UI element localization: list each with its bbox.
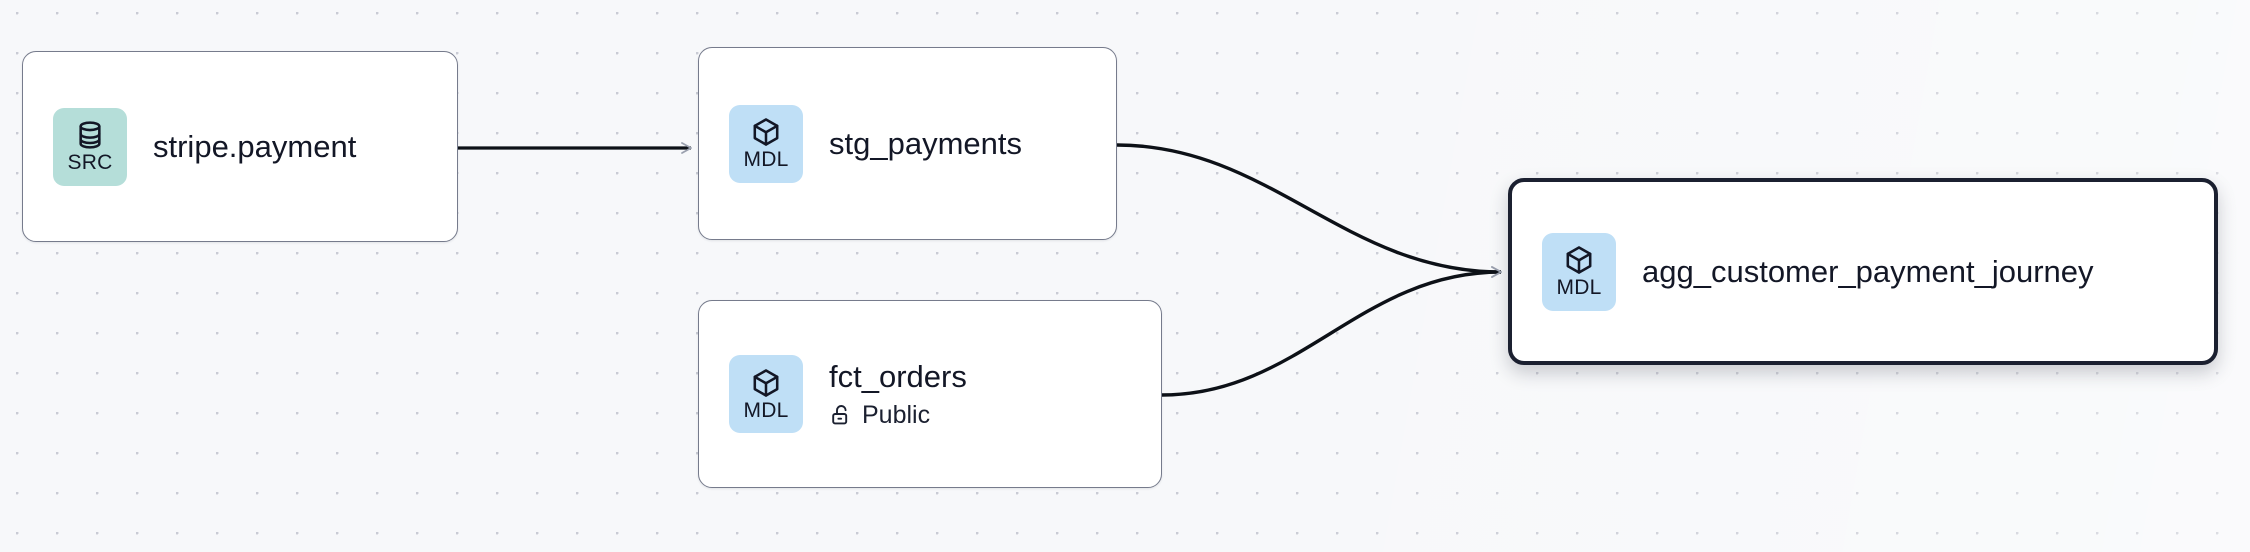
model-badge-label: MDL [1556, 276, 1602, 299]
node-title: stripe.payment [153, 128, 357, 164]
cube-icon [750, 116, 782, 148]
node-text-block: agg_customer_payment_journey [1642, 254, 2094, 290]
unlock-icon [829, 403, 853, 427]
node-text-block: stg_payments [829, 126, 1022, 162]
node-stg-payments[interactable]: MDL stg_payments [698, 47, 1117, 240]
database-icon [74, 119, 106, 151]
cube-icon [750, 367, 782, 399]
node-stripe-payment[interactable]: SRC stripe.payment [22, 51, 458, 242]
model-badge: MDL [729, 104, 803, 183]
model-badge-label: MDL [743, 398, 789, 422]
node-visibility-label: Public [862, 401, 931, 429]
node-visibility: Public [829, 401, 967, 429]
node-text-block: stripe.payment [153, 129, 356, 165]
model-badge: MDL [1542, 232, 1616, 311]
node-title: fct_orders [829, 359, 967, 394]
node-agg-customer-payment-journey[interactable]: MDL agg_customer_payment_journey [1508, 178, 2218, 365]
edge-fct-to-agg[interactable] [1161, 266, 1502, 397]
cube-icon [1563, 244, 1595, 276]
model-badge-label: MDL [743, 148, 789, 171]
node-title: stg_payments [829, 125, 1022, 161]
model-badge: MDL [729, 355, 803, 433]
source-badge-label: SRC [67, 151, 113, 174]
source-badge: SRC [53, 107, 127, 186]
node-text-block: fct_orders Public [829, 359, 967, 429]
edge-stg-to-agg[interactable] [1116, 143, 1502, 278]
node-fct-orders[interactable]: MDL fct_orders Public [698, 300, 1162, 488]
node-title: agg_customer_payment_journey [1642, 253, 2094, 289]
